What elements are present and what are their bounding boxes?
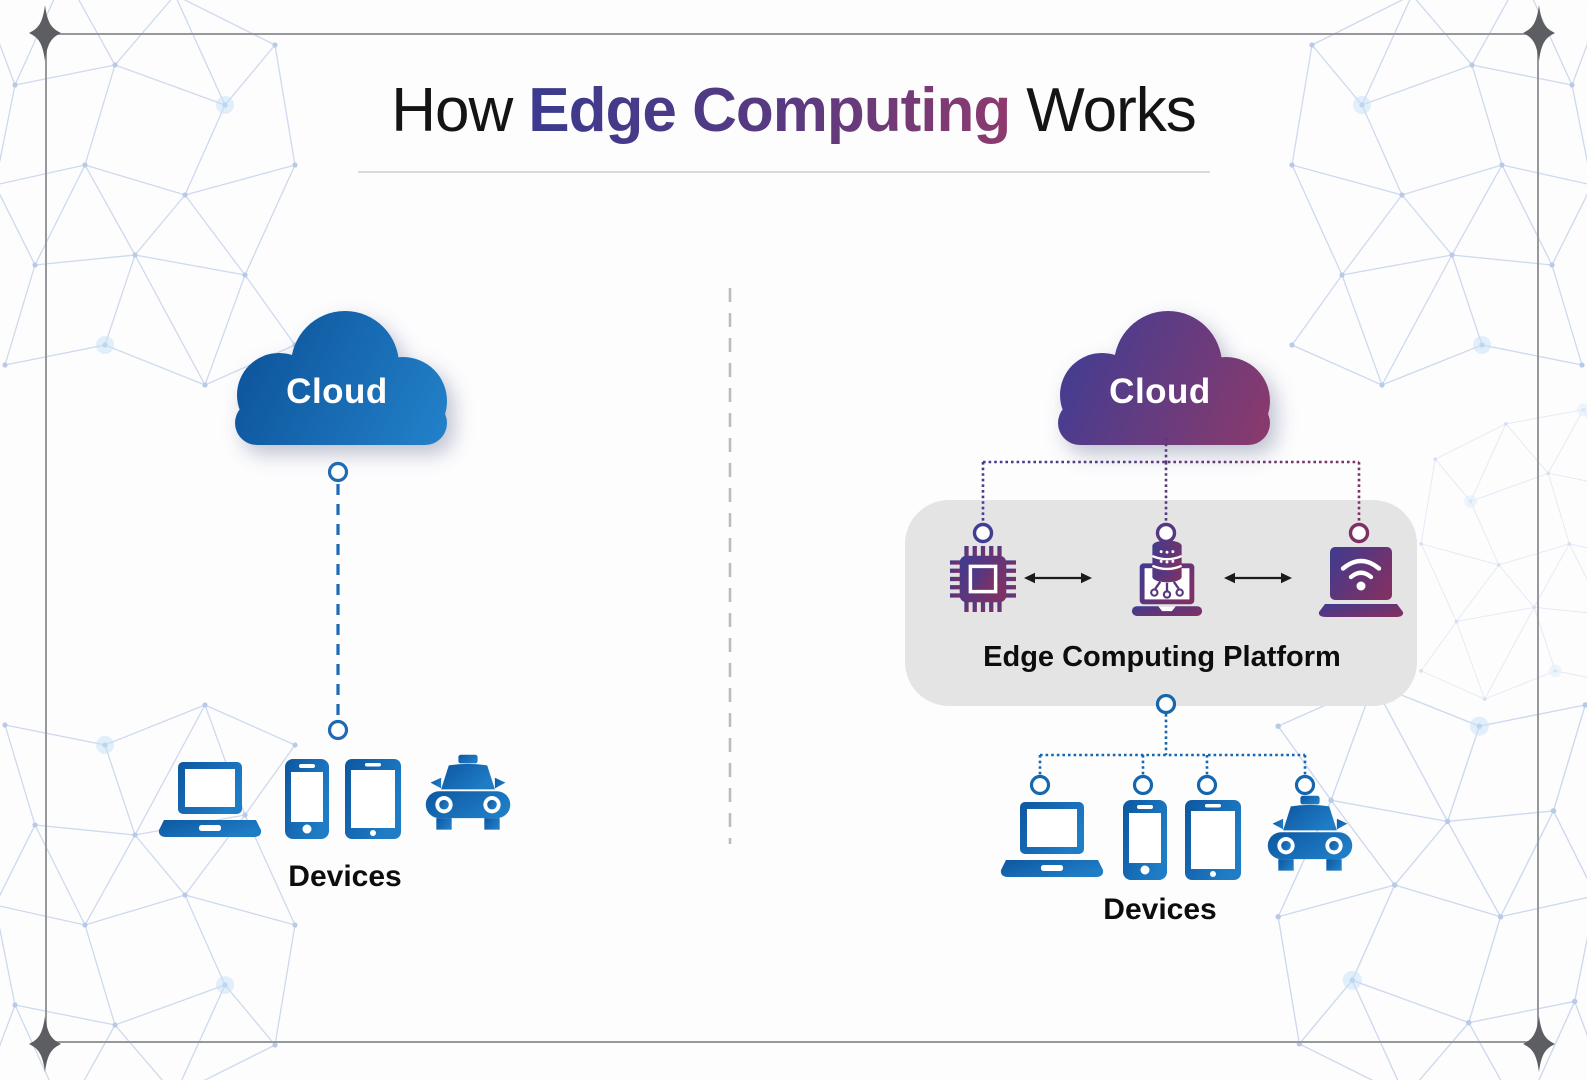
tablet-icon [345,759,401,839]
title-highlight: Edge Computing [528,76,1011,145]
node-circle-icon [1155,694,1177,715]
bidirectional-arrow-icon [1024,572,1092,584]
node-circle-icon [1132,774,1154,796]
car-icon [425,754,511,830]
cloud-icon [1058,311,1270,445]
smartphone-icon [285,759,329,839]
node-circle-icon [1294,774,1316,796]
sparkle-star-icon [29,5,61,61]
devices-label: Devices [1103,893,1217,926]
tablet-icon [1185,800,1241,880]
cloud-to-devices-connector [327,461,349,741]
platform-label: Edge Computing Platform [983,641,1341,673]
cloud-label: Cloud [286,372,388,411]
car-icon [1267,795,1353,871]
cloud-icon [235,311,447,445]
title-suffix: Works [1026,76,1197,145]
cloud-label: Cloud [1109,372,1211,411]
node-circle-icon [1029,774,1051,796]
node-circle-icon [1348,522,1370,544]
sparkle-star-icon [1523,5,1555,61]
laptop-icon [158,762,262,837]
bidirectional-arrow-icon [1224,572,1292,584]
smartphone-icon [1123,800,1167,880]
node-circle-icon [327,461,349,483]
cloud-to-platform-connector [972,438,1370,544]
node-circle-icon [327,719,349,741]
edge-server-icon [1131,540,1203,616]
wifi-laptop-icon [1318,547,1404,617]
sparkle-star-icon [1523,1016,1555,1072]
title-prefix: How [391,76,513,145]
title-underline [358,171,1210,173]
laptop-icon [1000,802,1104,877]
center-divider [728,288,732,844]
border-frame [45,33,1539,1043]
node-circle-icon [972,522,994,544]
chip-icon [950,546,1016,612]
platform-to-devices-connector [1029,694,1316,796]
sparkle-star-icon [29,1016,61,1072]
node-circle-icon [1196,774,1218,796]
devices-label: Devices [288,860,402,893]
